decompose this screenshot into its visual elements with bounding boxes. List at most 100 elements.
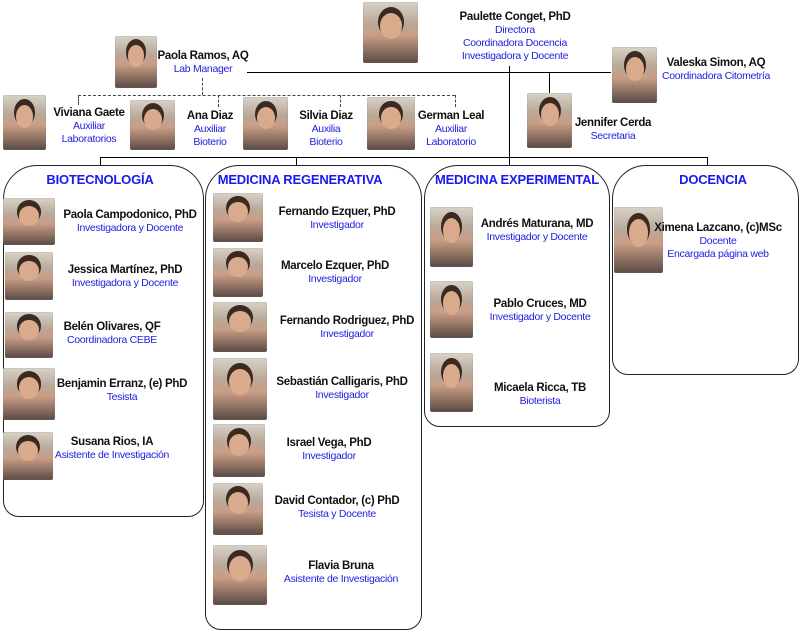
person-photo xyxy=(614,207,663,273)
person-role: Investigador y Docente xyxy=(489,311,591,323)
person-name: Jennifer Cerda xyxy=(574,117,652,129)
person-photo xyxy=(213,424,265,477)
person-photo xyxy=(213,483,263,535)
person-role: Auxiliar xyxy=(72,120,106,132)
person-name: Paola Ramos, AQ xyxy=(157,50,249,62)
person-photo xyxy=(527,93,572,148)
person-photo xyxy=(5,312,53,358)
person-name: Jessica Martínez, PhD xyxy=(67,264,183,276)
person-name: Pablo Cruces, MD xyxy=(493,298,587,310)
person-name: Micaela Ricca, TB xyxy=(493,382,587,394)
group-title: MEDICINA REGENERATIVA xyxy=(217,172,383,187)
person-photo xyxy=(430,207,473,267)
person-photo xyxy=(430,353,473,412)
dashed-connector xyxy=(202,78,203,95)
person-photo xyxy=(115,36,157,88)
person-name: Silvia Diaz xyxy=(299,110,353,122)
person-role: Investigador xyxy=(302,450,356,462)
person-role: Tesista xyxy=(106,391,138,403)
group-title: DOCENCIA xyxy=(679,172,747,187)
person-photo xyxy=(213,358,267,420)
person-role: Coordinadora Citometría xyxy=(661,70,771,82)
person-role: Investigadora y Docente xyxy=(71,277,179,289)
person-role: Coordinadora CEBE xyxy=(66,334,158,346)
person-role: Investigador xyxy=(308,273,362,285)
person-role: Bioterio xyxy=(309,136,343,148)
person-role: Bioterista xyxy=(519,395,561,407)
person-name: Paulette Conget, PhD xyxy=(459,11,571,23)
person-photo xyxy=(367,97,415,150)
person-name: Fernando Rodriguez, PhD xyxy=(279,315,415,327)
person-photo xyxy=(130,100,175,150)
person-role: Directora xyxy=(495,24,535,36)
person-role: Investigador xyxy=(310,219,364,231)
group-title: BIOTECNOLOGÍA xyxy=(46,172,154,187)
person-role: Investigadora y Docente xyxy=(76,222,184,234)
person-name: David Contador, (c) PhD xyxy=(274,495,400,507)
dashed-connector xyxy=(78,95,455,96)
person-role: Laboratorio xyxy=(426,136,476,148)
person-photo xyxy=(3,198,55,245)
person-photo xyxy=(213,302,267,352)
person-role: Asistente de Investigación xyxy=(54,449,170,461)
person-role: Auxilia xyxy=(311,123,341,135)
dashed-connector xyxy=(340,95,341,107)
person-role: Asistente de Investigación xyxy=(283,573,399,585)
dashed-connector xyxy=(218,95,219,107)
connector xyxy=(247,72,611,73)
person-photo xyxy=(612,47,657,103)
person-name: Paola Campodonico, PhD xyxy=(63,209,197,221)
person-photo xyxy=(213,248,263,297)
person-photo xyxy=(3,432,53,480)
person-role: Investigador xyxy=(320,328,374,340)
person-name: Andrés Maturana, MD xyxy=(480,218,594,230)
connector xyxy=(100,157,708,158)
connector xyxy=(509,66,510,166)
person-name: Susana Rios, IA xyxy=(70,436,154,448)
person-role: Secretaria xyxy=(590,130,636,142)
dashed-connector xyxy=(455,95,456,107)
person-role: Laboratorios xyxy=(61,133,117,145)
person-role: Lab Manager xyxy=(173,63,233,75)
person-role: Investigador y Docente xyxy=(486,231,588,243)
person-name: German Leal xyxy=(417,110,485,122)
person-name: Fernando Ezquer, PhD xyxy=(278,206,396,218)
person-photo xyxy=(5,252,53,300)
person-role: Bioterio xyxy=(193,136,227,148)
person-name: Sebastián Calligaris, PhD xyxy=(276,376,408,388)
person-role: Investigador xyxy=(315,389,369,401)
person-role: Auxiliar xyxy=(193,123,227,135)
person-photo xyxy=(3,368,55,420)
person-photo xyxy=(430,281,473,338)
person-name: Marcelo Ezquer, PhD xyxy=(280,260,390,272)
person-photo xyxy=(213,545,267,605)
person-role: Docente xyxy=(699,235,737,247)
person-name: Israel Vega, PhD xyxy=(286,437,372,449)
connector xyxy=(100,157,101,166)
connector xyxy=(296,157,297,166)
person-name: Flavia Bruna xyxy=(308,560,374,572)
person-name: Ana Diaz xyxy=(186,110,234,122)
person-role: Auxiliar xyxy=(434,123,468,135)
